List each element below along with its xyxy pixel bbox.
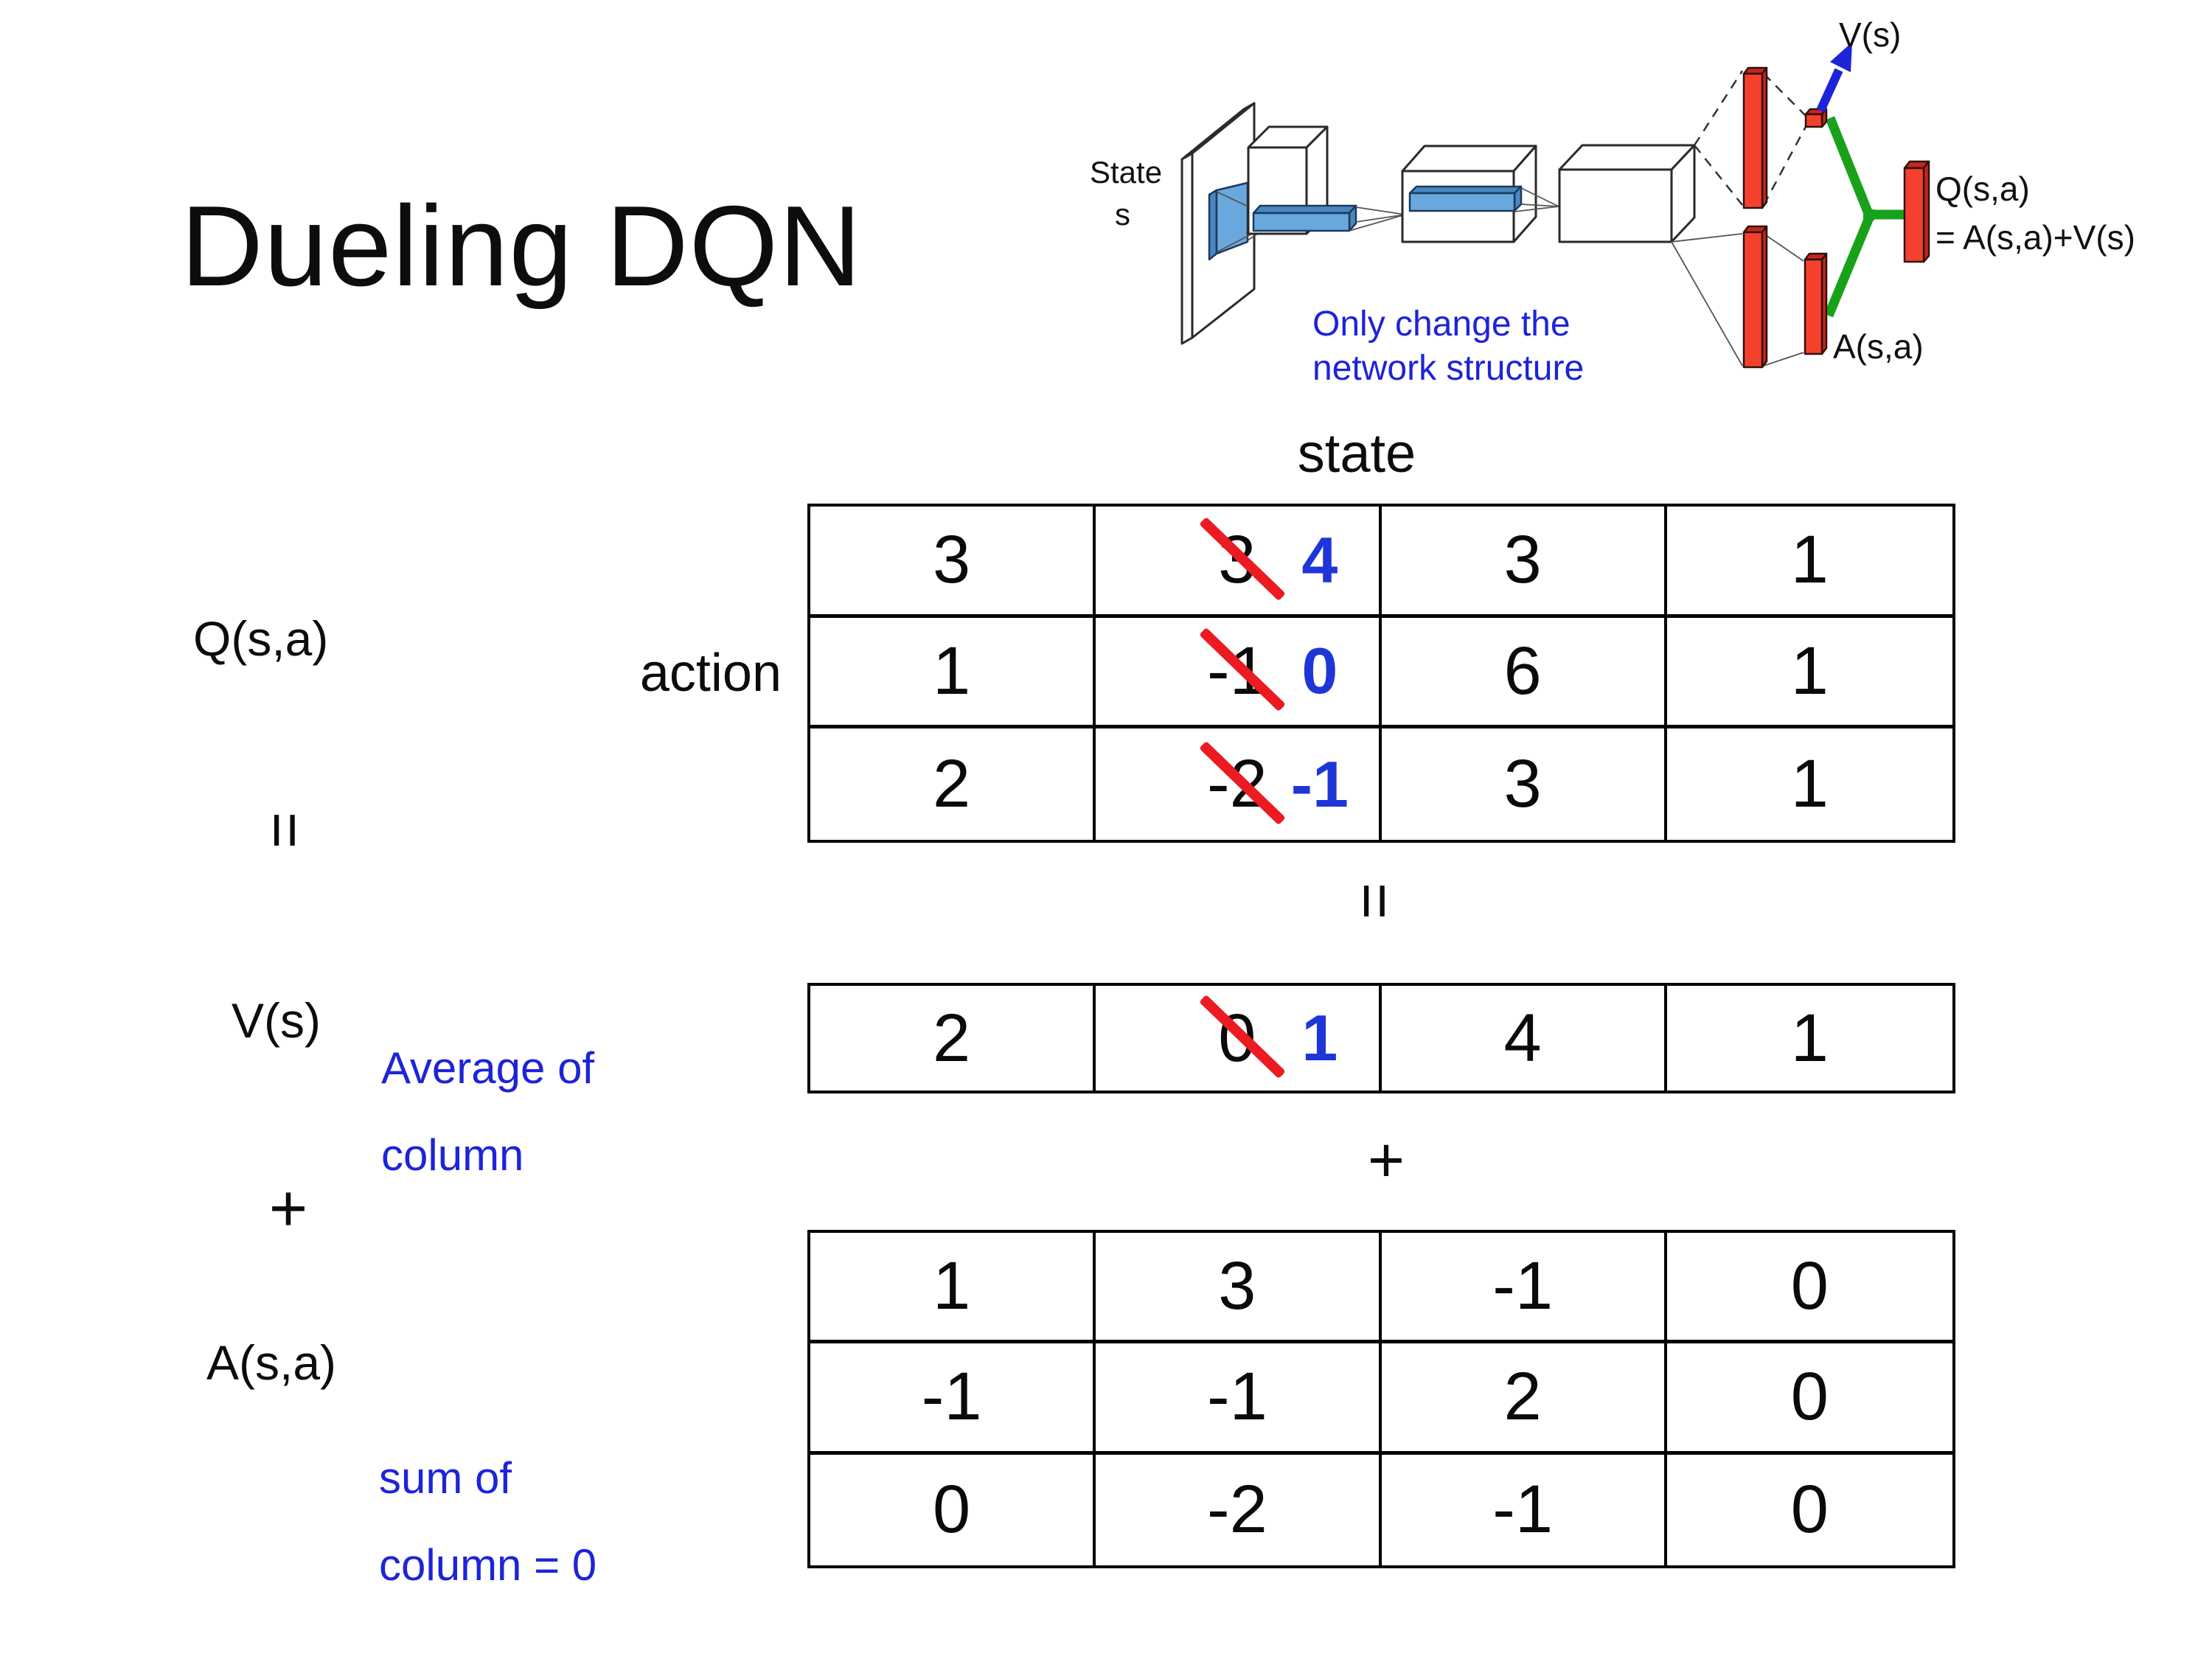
q_table-cell-1-0: 1	[810, 617, 1096, 729]
diagram-q-label-line1: Q(s,a)	[1935, 170, 2030, 208]
v-stream-bar	[1742, 66, 1768, 209]
diagram-note-line2: network structure	[1312, 349, 1584, 388]
q_table-cell-2-1: -2-1	[1096, 728, 1382, 840]
q_table-cell-2-3: 1	[1790, 746, 1829, 822]
a_table-cell-1-3: 0	[1666, 1343, 1952, 1455]
action-axis-label: action	[639, 644, 782, 703]
a_table-cell-0-2: -1	[1381, 1233, 1667, 1344]
q_table-cell-2-0: 2	[810, 728, 1096, 840]
q_table-cell-1-3: 1	[1666, 618, 1952, 729]
fc-layer-box	[1558, 144, 1696, 243]
a_table-cell-2-0: 0	[810, 1454, 1096, 1565]
q_table-cell-0-0: 3	[810, 507, 1096, 618]
v-arrow-icon	[1816, 42, 1852, 113]
a_table-cell-0-3: 0	[1666, 1233, 1952, 1344]
feature-bar-2	[1408, 185, 1523, 212]
fan-lines-2	[1349, 206, 1406, 232]
a_table-cell-2-3: 0	[1790, 1472, 1829, 1548]
a_table-cell-1-1: -1	[1096, 1343, 1382, 1455]
diagram-a-label: A(s,a)	[1833, 327, 1924, 366]
a-label: A(s,a)	[206, 1335, 337, 1390]
a_table-cell-0-0: 1	[810, 1233, 1096, 1344]
v_table-cell-0-0: 2	[810, 986, 1096, 1091]
a_table-cell-2-2: -1	[1382, 1454, 1667, 1565]
v_table-cell-0-2: 4	[1382, 986, 1667, 1091]
red-strike-icon	[1199, 994, 1286, 1079]
diagram-state-label-line2: s	[1115, 197, 1130, 232]
equals-mid: =	[1339, 882, 1411, 920]
diagram-q-label-line2: = A(s,a)+V(s)	[1935, 218, 2135, 257]
a_table-cell-0-1: 3	[1096, 1233, 1382, 1344]
dueling-network-diagram: State s V(s) Q(s,a) = A(s,a)+V(s) A(s,a)…	[1090, 15, 2135, 388]
diagram-v-label: V(s)	[1839, 15, 1901, 54]
diagram-note-line1: Only change the	[1312, 305, 1571, 344]
plus-left: +	[268, 1172, 308, 1246]
v_table-cell-0-3: 1	[1790, 1000, 1829, 1076]
red-strike-icon	[1199, 627, 1286, 712]
sum-of-column-note: sum of column = 0	[379, 1453, 597, 1590]
page-title: Dueling DQN	[181, 182, 863, 310]
v-output-node	[1804, 108, 1828, 128]
diagram-state-label-line1: State	[1090, 155, 1162, 189]
v-label: V(s)	[232, 993, 321, 1048]
conv-patch-icon	[1208, 181, 1249, 261]
q-output-bar	[1903, 160, 1930, 263]
red-strike-icon	[1199, 516, 1286, 601]
fan-lines-3	[1514, 187, 1559, 212]
a_table-cell-1-0: -1	[810, 1343, 1096, 1455]
plus-mid: +	[1367, 1124, 1405, 1196]
dashed-links-v-stream	[1693, 70, 1808, 206]
red-strike-icon	[1199, 740, 1286, 825]
q-label: Q(s,a)	[193, 611, 329, 666]
q_table-cell-1-1: -10	[1096, 617, 1382, 729]
a-output-bar	[1804, 252, 1828, 355]
q_table-cell-0-1: 34	[1096, 507, 1382, 618]
feature-bar-1	[1252, 204, 1357, 232]
a_table-cell-1-2: 2	[1381, 1343, 1667, 1455]
v-row-table: 2014 1	[807, 983, 1955, 1093]
average-of-column-note: Average of column	[381, 1043, 595, 1180]
q_table-cell-1-2: 6	[1381, 617, 1667, 729]
a_table-cell-2-1: -2	[1096, 1454, 1382, 1565]
aggregation-junction	[1863, 209, 1874, 220]
v_table-cell-0-1: 01	[1096, 986, 1382, 1091]
links-a-stream	[1671, 233, 1804, 366]
q_table-cell-0-2: 3	[1381, 507, 1667, 618]
a-stream-bar	[1742, 225, 1768, 369]
state-axis-label: state	[1297, 422, 1416, 484]
equals-left: =	[249, 811, 321, 849]
q_table-cell-2-2: 3	[1382, 728, 1667, 840]
q_table-cell-0-3: 1	[1666, 507, 1952, 618]
